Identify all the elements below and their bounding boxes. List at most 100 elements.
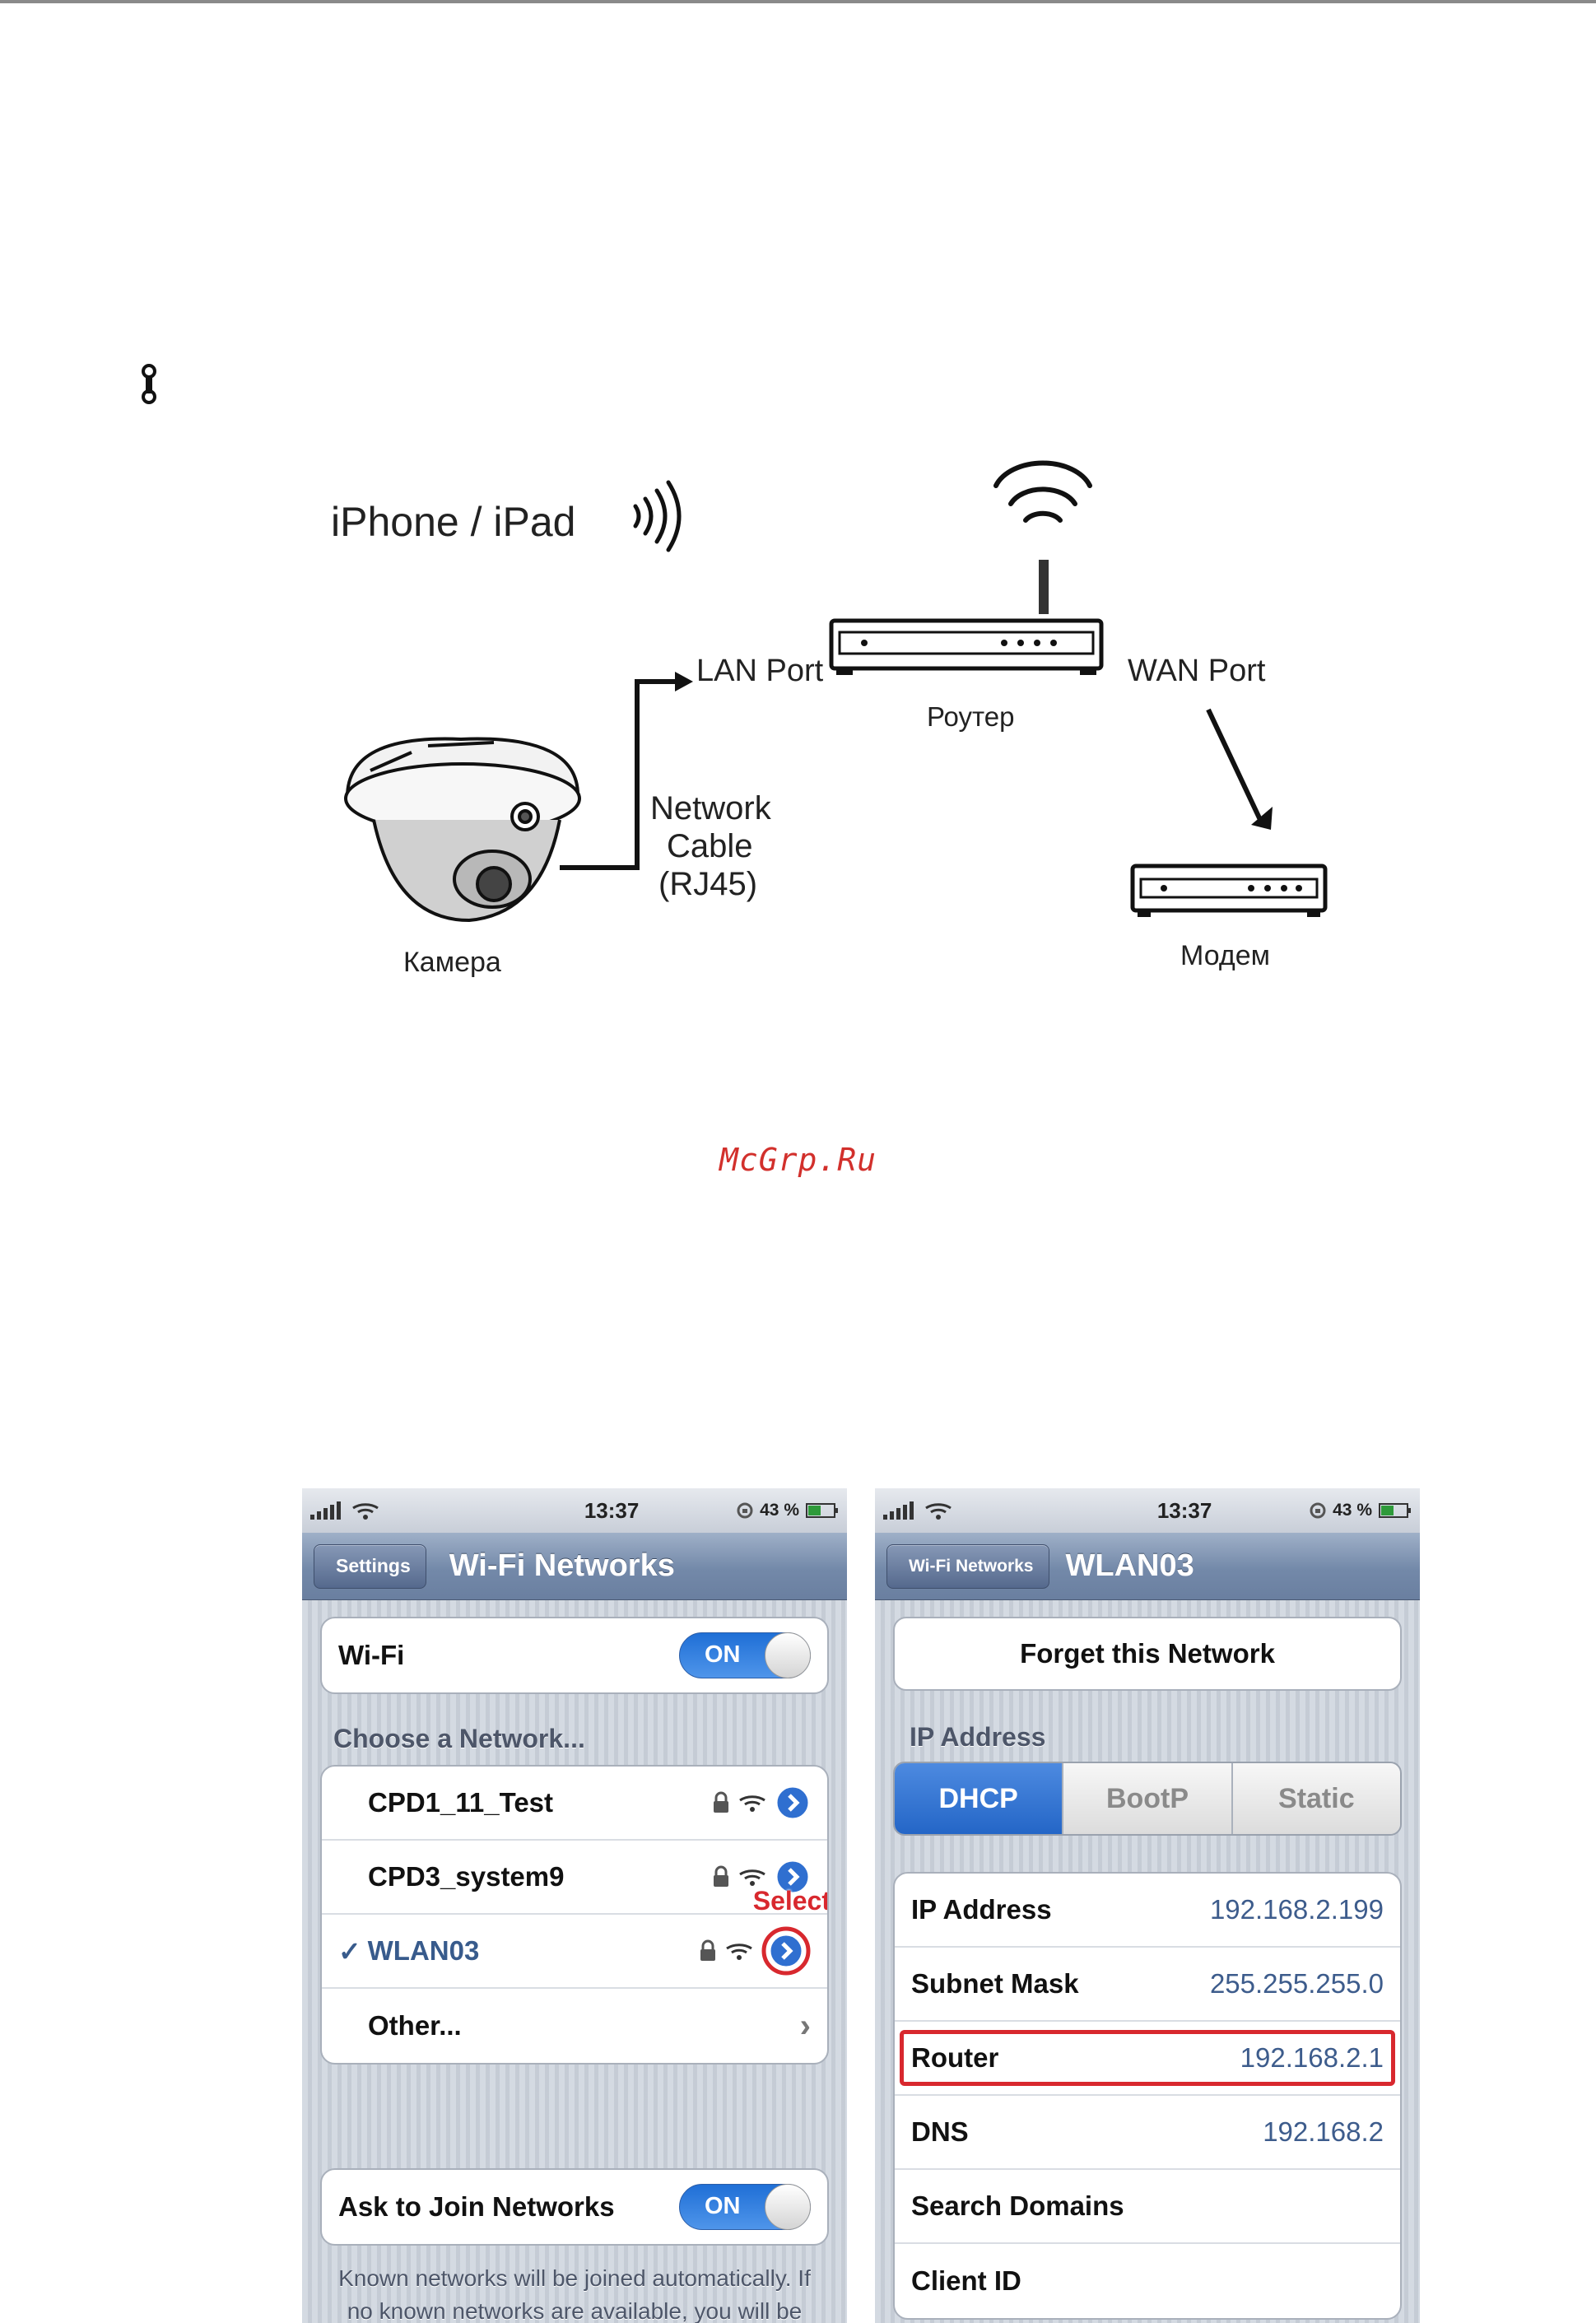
ip-address-section-label: IP Address bbox=[910, 1722, 1046, 1752]
phone-screenshot-wlan03: 13:37 43 % Wi-Fi Networks WLAN03 Forget … bbox=[875, 1488, 1420, 2323]
subnet-mask-row: Subnet Mask 255.255.255.0 bbox=[895, 1948, 1400, 2022]
choose-network-label: Choose a Network... bbox=[333, 1724, 585, 1753]
segment-static[interactable]: Static bbox=[1232, 1763, 1400, 1834]
nav-title: WLAN03 bbox=[1065, 1548, 1194, 1583]
row-value: 255.255.255.0 bbox=[1209, 1968, 1384, 1999]
row-label: Router bbox=[911, 2042, 999, 2073]
battery-percent: 43 % bbox=[1333, 1501, 1372, 1520]
wan-port-label: WAN Port bbox=[1128, 654, 1266, 688]
ip-details-list: IP Address 192.168.2.199 Subnet Mask 255… bbox=[893, 1872, 1402, 2320]
row-label: Client ID bbox=[911, 2265, 1021, 2296]
network-row-other[interactable]: Other... › bbox=[322, 1989, 827, 2063]
detail-disclosure-icon[interactable] bbox=[775, 1859, 811, 1895]
row-value: 192.168.2.1 bbox=[1240, 2042, 1384, 2073]
network-name: CPD3_system9 bbox=[368, 1861, 565, 1892]
ask-join-label: Ask to Join Networks bbox=[338, 2191, 615, 2222]
detail-disclosure-icon[interactable] bbox=[775, 1785, 811, 1821]
wifi-row: Wi-Fi ON bbox=[322, 1618, 827, 1692]
status-time: 13:37 bbox=[584, 1497, 640, 1523]
signal-bars-icon bbox=[883, 1501, 914, 1520]
client-id-row[interactable]: Client ID bbox=[895, 2244, 1400, 2318]
select-callout: Select bbox=[752, 1886, 829, 1916]
lock-icon bbox=[714, 1791, 728, 1813]
lock-rotation-icon bbox=[737, 1502, 753, 1519]
status-time: 13:37 bbox=[1156, 1497, 1212, 1523]
ask-join-toggle-label: ON bbox=[705, 2193, 741, 2219]
row-label: Subnet Mask bbox=[911, 1968, 1079, 1999]
wifi-toggle[interactable]: ON bbox=[679, 1632, 811, 1678]
network-row-wlan03[interactable]: ✓ WLAN03 bbox=[322, 1915, 827, 1989]
wifi-networks-back-button[interactable]: Wi-Fi Networks bbox=[886, 1543, 1049, 1589]
ip-address-row: IP Address 192.168.2.199 bbox=[895, 1874, 1400, 1948]
row-value: 192.168.2 bbox=[1263, 2116, 1384, 2147]
cable-label-line2: Cable bbox=[667, 828, 753, 864]
chevron-right-icon: › bbox=[799, 2007, 811, 2044]
wan-arrow-icon bbox=[1251, 807, 1273, 830]
segment-dhcp[interactable]: DHCP bbox=[895, 1763, 1064, 1834]
toggle-knob bbox=[765, 2184, 811, 2230]
settings-content: Wi-Fi ON Choose a Network... CPD1_11_Tes… bbox=[302, 1600, 847, 2323]
signal-bars-icon bbox=[310, 1501, 341, 1520]
wan-arrow-line bbox=[1206, 708, 1263, 823]
battery-icon bbox=[806, 1503, 838, 1518]
detail-disclosure-icon-selected[interactable] bbox=[761, 1926, 811, 1976]
modem-label: Модем bbox=[1180, 940, 1270, 971]
dome-camera-icon bbox=[344, 737, 581, 923]
router-wifi-icon bbox=[993, 460, 1092, 523]
router-row: Router 192.168.2.1 bbox=[895, 2022, 1400, 2096]
ip-mode-segmented-control: DHCP BootP Static bbox=[893, 1762, 1402, 1836]
network-diagram: iPhone / iPad LAN Port WAN Port Роутер N… bbox=[313, 445, 1333, 1004]
search-domains-row[interactable]: Search Domains bbox=[895, 2170, 1400, 2244]
pin-icon bbox=[142, 364, 156, 404]
cable-label-line3: (RJ45) bbox=[658, 866, 758, 902]
settings-back-button[interactable]: Settings bbox=[314, 1543, 426, 1589]
router-highlight-box bbox=[900, 2030, 1395, 2086]
lock-icon bbox=[714, 1865, 728, 1887]
segment-bootp[interactable]: BootP bbox=[1063, 1763, 1233, 1834]
row-value: 192.168.2.199 bbox=[1209, 1894, 1384, 1925]
wifi-strength-icon bbox=[726, 1944, 752, 1960]
router-label: Роутер bbox=[927, 701, 1015, 732]
phone-label: iPhone / iPad bbox=[331, 499, 576, 545]
battery-icon bbox=[1379, 1503, 1411, 1518]
row-label: Search Domains bbox=[911, 2190, 1124, 2221]
diagram-drawing bbox=[344, 460, 1328, 923]
network-name: Other... bbox=[368, 2010, 462, 2041]
dns-row[interactable]: DNS 192.168.2 bbox=[895, 2096, 1400, 2170]
nav-title: Wi-Fi Networks bbox=[449, 1548, 675, 1583]
wifi-status-icon bbox=[925, 1503, 952, 1520]
network-row-cpd3[interactable]: CPD3_system9 Select bbox=[322, 1841, 829, 1916]
ask-join-toggle[interactable]: ON bbox=[679, 2184, 811, 2230]
network-detail-content: Forget this Network IP Address DHCP Boot… bbox=[875, 1600, 1420, 2323]
wifi-status-icon bbox=[352, 1503, 379, 1520]
nav-bar: Settings Wi-Fi Networks bbox=[302, 1533, 847, 1600]
lock-icon bbox=[700, 1939, 715, 1961]
network-list: CPD1_11_Test CPD3_system9 Select ✓ WLA bbox=[320, 1765, 829, 2065]
status-bar: 13:37 43 % bbox=[302, 1488, 847, 1533]
battery-percent: 43 % bbox=[760, 1501, 799, 1520]
camera-label: Камера bbox=[403, 947, 501, 978]
ask-join-footer: Known networks will be joined automatica… bbox=[338, 2265, 811, 2323]
forget-network-button[interactable]: Forget this Network bbox=[893, 1617, 1402, 1691]
modem-icon bbox=[1130, 864, 1328, 917]
phone-screenshot-wifi-networks: 13:37 43 % Settings Wi-Fi Networks Wi-Fi… bbox=[302, 1488, 847, 2323]
cable-label-line1: Network bbox=[650, 790, 771, 826]
ask-join-row: Ask to Join Networks ON bbox=[322, 2170, 827, 2244]
row-label: DNS bbox=[911, 2116, 969, 2147]
lan-port-label: LAN Port bbox=[696, 654, 824, 688]
row-label: IP Address bbox=[911, 1894, 1052, 1925]
watermark: McGrp.Ru bbox=[719, 1142, 877, 1178]
lock-rotation-icon bbox=[1310, 1502, 1326, 1519]
phone-wifi-waves-icon bbox=[633, 480, 682, 552]
back-button-label: Settings bbox=[336, 1555, 411, 1576]
status-bar: 13:37 43 % bbox=[875, 1488, 1420, 1533]
lan-arrow-icon bbox=[675, 672, 693, 691]
nav-bar: Wi-Fi Networks WLAN03 bbox=[875, 1533, 1420, 1600]
wifi-strength-icon bbox=[739, 1795, 765, 1812]
back-button-label: Wi-Fi Networks bbox=[909, 1556, 1034, 1576]
network-name: CPD1_11_Test bbox=[368, 1787, 554, 1818]
wifi-toggle-group: Wi-Fi ON bbox=[320, 1617, 829, 1694]
toggle-knob bbox=[765, 1632, 811, 1678]
network-row-cpd1[interactable]: CPD1_11_Test bbox=[322, 1767, 827, 1841]
wifi-toggle-label: ON bbox=[705, 1641, 741, 1668]
